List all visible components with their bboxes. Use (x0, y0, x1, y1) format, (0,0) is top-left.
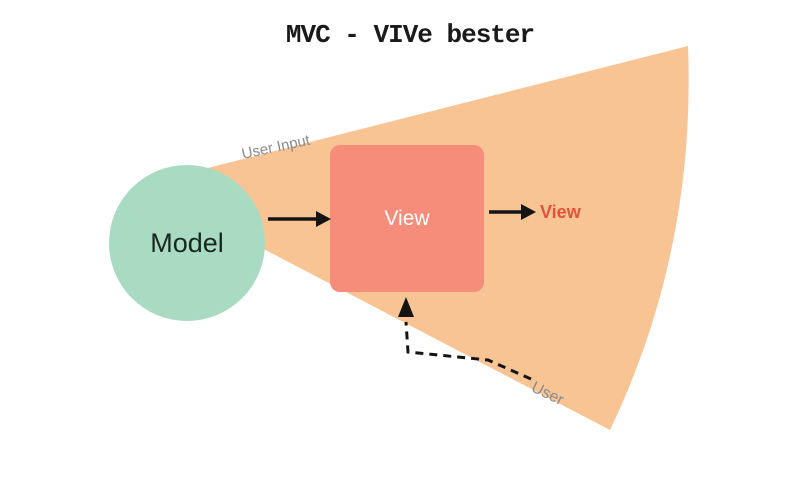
user-input-label: User Input (240, 131, 312, 163)
view-node: View (330, 145, 484, 292)
model-node-label: Model (150, 227, 224, 258)
arrow-view-to-user-icon (489, 204, 536, 220)
view-output-label: View (540, 202, 581, 222)
dashed-arrow-user-to-view-icon (398, 297, 532, 381)
page-title: MVC - VIVe bester (285, 20, 535, 50)
view-node-label: View (384, 206, 430, 230)
model-node: Model (109, 165, 265, 321)
user-label: User (528, 378, 567, 409)
arrow-model-to-view-icon (268, 211, 331, 227)
